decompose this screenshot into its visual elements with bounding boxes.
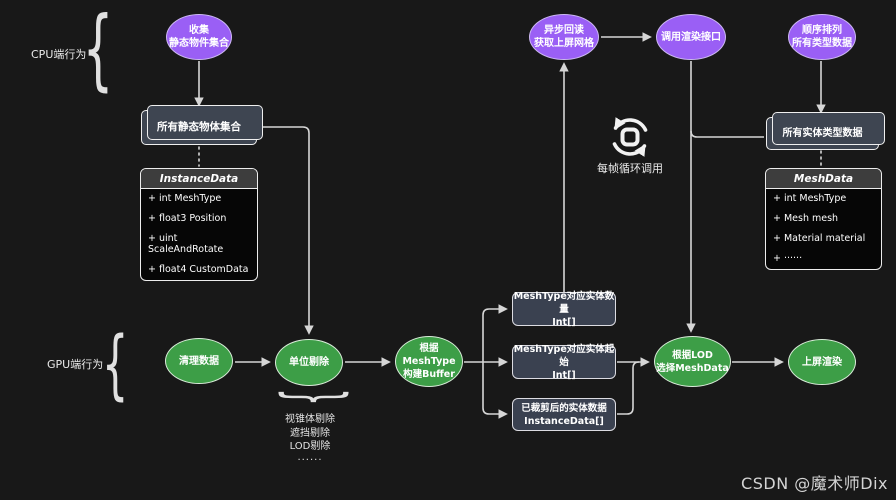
- node-screen-render: 上屏渲染: [788, 339, 856, 385]
- node-sort-all-types: 顺序排列 所有类型数据: [788, 14, 856, 60]
- class-instancedata-title: InstanceData: [141, 169, 257, 189]
- class-field: + int MeshType: [148, 193, 222, 204]
- class-meshdata-title: MeshData: [766, 169, 881, 189]
- gpu-section-brace: {: [100, 326, 130, 402]
- class-instancedata: InstanceData + int MeshType + float3 Pos…: [140, 168, 258, 281]
- csdn-watermark: CSDN @魔术师Dix: [741, 474, 888, 493]
- edge-culled-entities-merge: [617, 361, 640, 415]
- node-unit-culling: 单位剔除: [275, 339, 343, 386]
- class-field: + int MeshType: [773, 193, 847, 204]
- box-culled-entities: 已裁剪后的实体数据 InstanceData[]: [512, 398, 616, 431]
- node-call-render-api: 调用渲染接口: [656, 14, 726, 60]
- box-entity-start: MeshType对应实体起始 Int[]: [512, 343, 616, 381]
- node-select-lod: 根据LOD 选择MeshData: [654, 336, 731, 387]
- box-all-static-objects: 所有静态物体集合: [141, 105, 263, 145]
- node-async-readback: 异步回读 获取上屏网格: [529, 14, 599, 60]
- node-build-buffer: 根据MeshType 构建Buffer: [395, 336, 463, 387]
- left-brace-glyph: {: [82, 0, 114, 100]
- edge-buildbuffer-to-entity-count: [482, 304, 508, 362]
- class-meshdata: MeshData + int MeshType + Mesh mesh + Ma…: [765, 168, 882, 270]
- edge-buildbuffer-to-culled-entities: [482, 362, 508, 419]
- bottom-brace-glyph: {: [264, 388, 354, 406]
- class-field: + float4 CustomData: [148, 264, 249, 275]
- loop-refresh-icon: [612, 117, 648, 157]
- cpu-section-brace: {: [82, 0, 114, 100]
- culling-note: 视锥体剔除 遮挡剔除 LOD剔除 ······: [285, 414, 335, 466]
- class-field: + Mesh mesh: [773, 213, 839, 224]
- class-field: + float3 Position: [148, 213, 227, 224]
- box-all-entity-type-data: 所有实体类型数据: [766, 112, 885, 150]
- loop-label: 每帧循环调用: [597, 162, 663, 175]
- culling-note-brace: {: [264, 388, 354, 406]
- cpu-section-label: CPU端行为: [31, 48, 87, 61]
- box-entity-count: MeshType对应实体数量 Int[]: [512, 290, 616, 328]
- class-field: + Material material: [773, 233, 866, 244]
- node-collect: 收集 静态物件集合: [166, 14, 232, 60]
- node-clear-data: 清理数据: [165, 338, 233, 384]
- class-field: + uint ScaleAndRotate: [148, 233, 224, 255]
- gpu-section-label: GPU端行为: [47, 358, 104, 371]
- edge-static-set-to-culling: [258, 126, 314, 335]
- edge-branch-to-entity-data: [690, 130, 764, 138]
- class-field: + ······: [773, 253, 803, 264]
- left-brace-glyph: {: [101, 319, 129, 408]
